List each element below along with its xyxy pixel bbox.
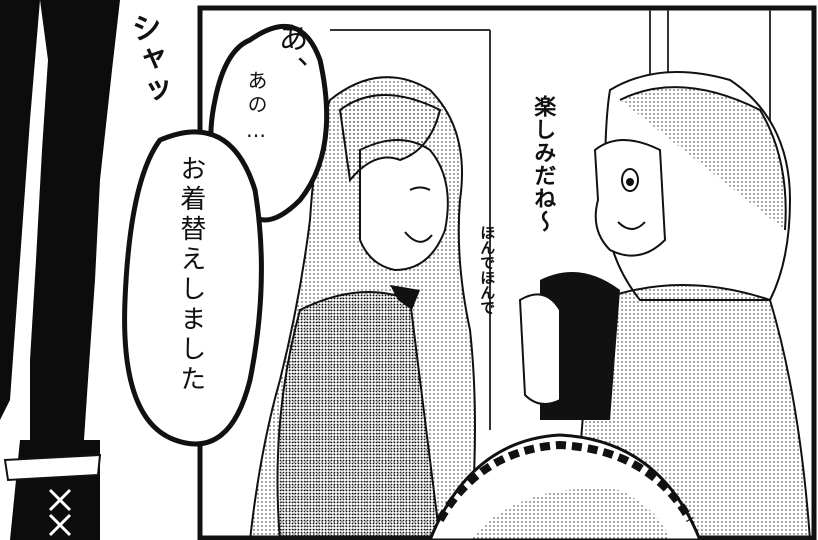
girl-left: [248, 76, 476, 540]
sfx-honde: ほんでほんで: [478, 225, 497, 315]
bubble-line-ano: あの…: [244, 70, 268, 146]
speech-bubble: [122, 23, 330, 447]
leg-silhouette: [0, 0, 120, 540]
bubble-line-main: お着替えしました: [175, 155, 206, 395]
frill-headdress: [428, 433, 702, 540]
bubble-line-a: あ、: [272, 22, 308, 90]
friend-line: 楽しみだね〜: [530, 95, 556, 233]
